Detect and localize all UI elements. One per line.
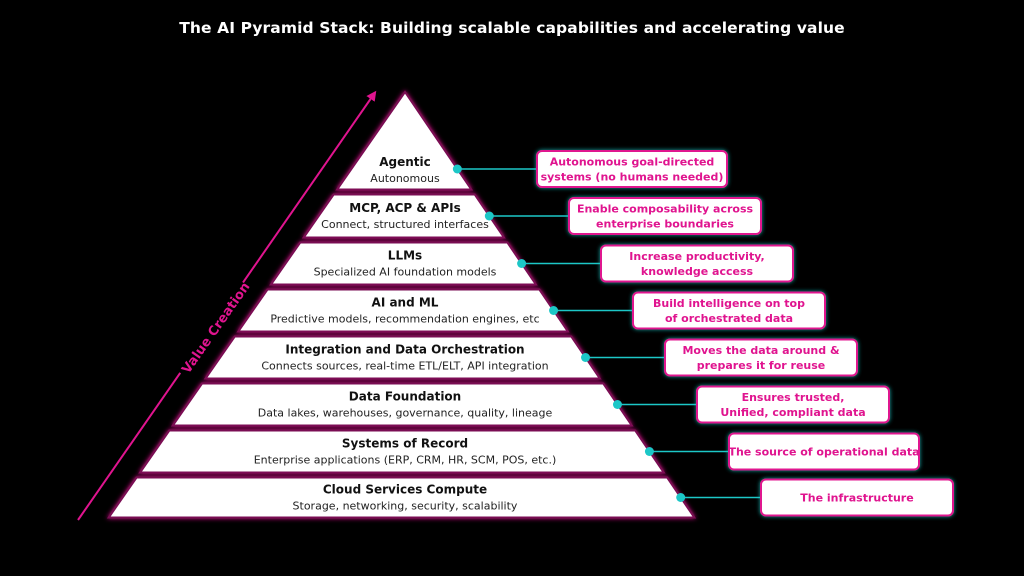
callout-box: Increase productivity, knowledge access: [600, 244, 794, 283]
connector-dot-icon: [452, 164, 462, 174]
callout-text: prepares it for reuse: [697, 359, 826, 372]
callout-box: Moves the data around & prepares it for r…: [664, 338, 858, 377]
layer-shape: [138, 429, 666, 474]
callout-text: of orchestrated data: [665, 312, 793, 325]
layer-title: AI and ML: [372, 296, 439, 310]
callout-box: The source of operational data: [728, 432, 920, 471]
callout-frame: [600, 244, 794, 283]
page-title: The AI Pyramid Stack: Building scalable …: [179, 19, 845, 37]
connector: [484, 211, 569, 221]
callout-text: Moves the data around &: [682, 344, 839, 357]
layer-title: Cloud Services Compute: [323, 483, 487, 497]
callout-text: Ensures trusted,: [742, 391, 845, 404]
layer-shape: [236, 288, 570, 333]
callout-box: Ensures trusted, Unified, compliant data: [696, 385, 890, 424]
layer-subtitle: Predictive models, recommendation engine…: [270, 313, 539, 326]
layer-shape: [335, 90, 474, 191]
callout-text: Enable composability across: [577, 203, 754, 216]
callout-frame: [568, 197, 762, 235]
connector-dot-icon: [517, 259, 527, 268]
layer-title: MCP, ACP & APIs: [349, 201, 460, 215]
layer-title: Integration and Data Orchestration: [285, 343, 524, 357]
callout-frame: [632, 291, 826, 330]
layer-subtitle: Autonomous: [370, 172, 440, 185]
connector-dot-icon: [581, 353, 591, 362]
callout-frame: [664, 338, 858, 377]
layer-shape: [301, 193, 506, 239]
layer-shape: [269, 241, 538, 286]
callout-frame: [728, 432, 920, 471]
connector: [581, 353, 665, 362]
callout-text: The infrastructure: [800, 492, 913, 505]
callout-text: enterprise boundaries: [596, 218, 734, 231]
connector: [549, 306, 633, 315]
layer-shape: [106, 476, 697, 519]
callout-text: Autonomous goal-directed: [550, 156, 715, 169]
connector-dot-icon: [612, 400, 622, 409]
connector: [612, 400, 697, 409]
layer-title: Systems of Record: [342, 437, 468, 451]
callout-box: Build intelligence on top of orchestrated…: [632, 291, 826, 330]
layer-subtitle: Specialized AI foundation models: [314, 266, 497, 279]
layer-subtitle: Data lakes, warehouses, governance, qual…: [258, 407, 553, 420]
layer-subtitle: Storage, networking, security, scalabili…: [293, 500, 518, 513]
layer-title: Agentic: [379, 155, 431, 169]
connector: [517, 259, 601, 268]
callout-text: The source of operational data: [728, 446, 919, 459]
callout-box: Enable composability across enterprise bo…: [568, 197, 762, 235]
layer-subtitle: Connect, structured interfaces: [321, 218, 489, 231]
callout-text: Build intelligence on top: [653, 297, 805, 310]
connector-dot-icon: [484, 211, 494, 221]
callout-text: systems (no humans needed): [541, 171, 724, 184]
connector-dot-icon: [549, 306, 559, 315]
layer-shape: [170, 382, 634, 427]
connector: [676, 493, 761, 502]
callout-box: The infrastructure: [760, 478, 954, 517]
callout-text: knowledge access: [641, 265, 754, 278]
callout-box: Autonomous goal-directed systems (no huma…: [536, 150, 728, 188]
layer-shape: [203, 335, 602, 380]
layer-subtitle: Connects sources, real-time ETL/ELT, API…: [261, 360, 548, 373]
connector: [452, 164, 537, 174]
pyramid-layer: AI and ML Predictive models, recommendati…: [236, 288, 570, 333]
callout-frame: [760, 478, 954, 517]
layer-title: Data Foundation: [349, 390, 461, 404]
connector-dot-icon: [676, 493, 686, 502]
pyramid-layer: Integration and Data OrchestrationConnec…: [203, 335, 602, 380]
layer-subtitle: Enterprise applications (ERP, CRM, HR, S…: [254, 454, 557, 467]
callout-frame: [696, 385, 890, 424]
connector-dot-icon: [644, 447, 654, 456]
callout-text: Increase productivity,: [629, 250, 764, 263]
callout-frame: [536, 150, 728, 188]
connector: [644, 447, 729, 456]
layer-title: LLMs: [388, 249, 422, 263]
callout-text: Unified, compliant data: [720, 406, 865, 419]
